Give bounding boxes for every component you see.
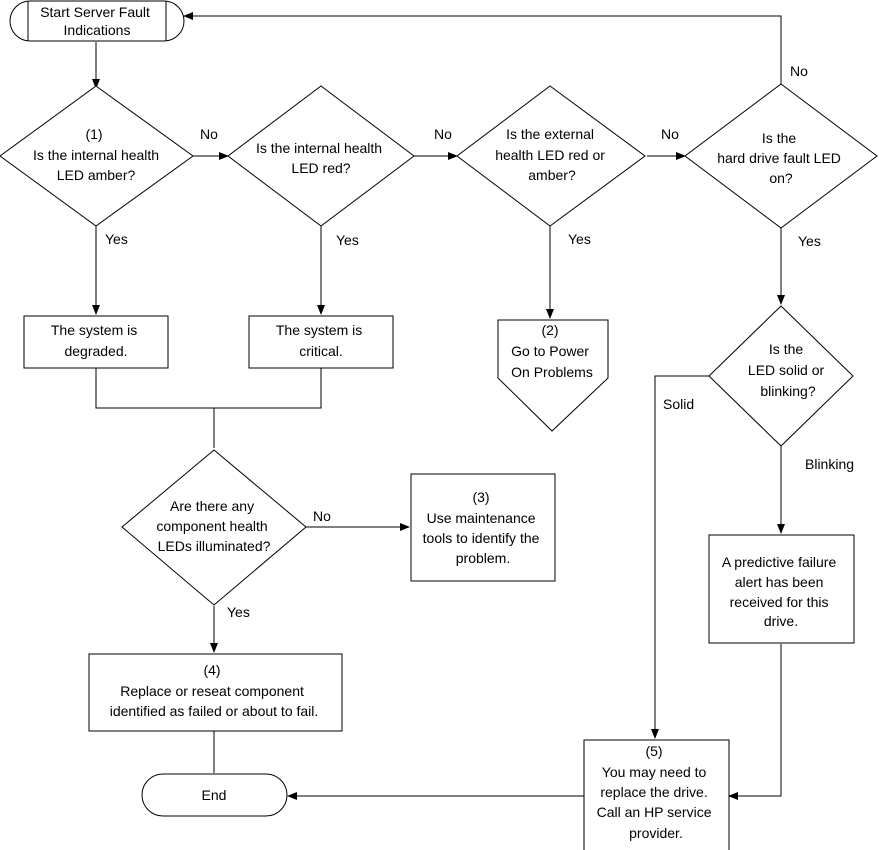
label-amber-no: No [200, 126, 218, 142]
process-critical: The system is critical. [248, 315, 394, 369]
connector-power-on-line-3: On Problems [511, 364, 593, 380]
process-degraded-line-1: The system is [51, 322, 137, 338]
process-predictive-line-3: received for this [730, 594, 829, 610]
decision-external-health: Is the external health LED red or amber? [456, 85, 646, 227]
process-maintenance-line-2: Use maintenance [427, 510, 536, 526]
decision-component-line-2: component health [156, 518, 267, 534]
decision-led-line-2: LED solid or [748, 362, 825, 378]
decision-led-solid-blinking: Is the LED solid or blinking? [708, 305, 854, 447]
process-predictive-line-1: A predictive failure [722, 554, 837, 570]
flow-edges [92, 12, 785, 800]
process-maintenance-line-4: problem. [456, 550, 510, 566]
decision-external-health-line-1: Is the external [506, 126, 594, 142]
connector-power-on-line-1: (2) [541, 322, 558, 338]
label-external-no: No [661, 126, 679, 142]
process-replace-component-line-1: (4) [203, 662, 220, 678]
edge-q-led-solid-to-replace-drive [651, 375, 713, 739]
label-amber-yes: Yes [105, 231, 128, 247]
process-replace-component: (4) Replace or reseat component identifi… [88, 653, 343, 732]
process-predictive-failure: A predictive failure alert has been rece… [708, 534, 855, 644]
label-hard-drive-yes: Yes [798, 233, 821, 249]
start-node: Start Server Fault Indications [9, 0, 185, 42]
decision-external-health-line-3: amber? [528, 167, 576, 183]
edge-q-hard-drive-no-to-start [183, 12, 782, 84]
end-label: End [202, 787, 227, 803]
decision-component-health: Are there any component health LEDs illu… [121, 449, 307, 606]
svg-text:Start Server Fault Indic: Start Server Fault Indications [40, 4, 154, 38]
svg-text:(3) Use maintenance: (3) Use maintenance tools to identify th… [423, 489, 544, 566]
svg-text:(5) You may need to: (5) You may need to replace the drive. C… [597, 743, 716, 841]
decision-external-health-line-2: health LED red or [495, 147, 605, 163]
connector-power-on-problems: (2) Go to Power On Problems [497, 319, 609, 432]
decision-internal-amber-line-3: LED amber? [57, 167, 136, 183]
edge-labels: No No No No Yes Yes Yes Yes Solid Blinki… [105, 63, 854, 620]
decision-component-line-3: LEDs illuminated? [158, 538, 271, 554]
end-node: End [141, 773, 288, 817]
start-line-2: Indications [64, 22, 131, 38]
label-component-no: No [313, 508, 331, 524]
process-maintenance-tools: (3) Use maintenance tools to identify th… [410, 473, 556, 582]
decision-internal-amber-line-1: (1) [85, 126, 102, 142]
edge-predictive-to-replace-drive [728, 644, 782, 800]
process-predictive-line-2: alert has been [735, 574, 824, 590]
decision-hard-drive-fault-line-1: Is the [762, 130, 796, 146]
label-red-yes: Yes [336, 232, 359, 248]
label-red-no: No [434, 126, 452, 142]
process-critical-line-1: The system is [276, 322, 362, 338]
svg-text:The system is degraded.: The system is degraded. [51, 322, 141, 359]
svg-text:(4) Replace or reseat co: (4) Replace or reseat component identifi… [110, 662, 319, 719]
process-replace-drive-line-1: (5) [645, 743, 662, 759]
decision-hard-drive-fault: Is the hard drive fault LED on? [684, 83, 878, 229]
decision-led-line-1: Is the [769, 341, 803, 357]
process-replace-component-line-2: Replace or reseat component [120, 683, 304, 699]
process-maintenance-line-3: tools to identify the [423, 530, 540, 546]
label-external-yes: Yes [568, 231, 591, 247]
svg-text:A predictive failure ale: A predictive failure alert has been rece… [722, 554, 840, 629]
decision-hard-drive-fault-line-2: hard drive fault LED [717, 150, 841, 166]
decision-led-line-3: blinking? [760, 383, 815, 399]
svg-text:Are there any component: Are there any component health LEDs illu… [156, 498, 271, 554]
decision-internal-red-line-2: LED red? [291, 160, 350, 176]
label-component-yes: Yes [227, 604, 250, 620]
decision-hard-drive-fault-line-3: on? [769, 170, 793, 186]
svg-text:End: End [202, 787, 227, 803]
process-replace-drive-line-4: Call an HP service [597, 804, 712, 820]
edge-degraded-critical-merge [95, 368, 322, 448]
process-critical-line-2: critical. [299, 343, 343, 359]
svg-text:Is the internal health L: Is the internal health LED red? [256, 140, 386, 176]
process-maintenance-line-1: (3) [472, 489, 489, 505]
svg-text:(1) Is the internal heal: (1) Is the internal health LED amber? [33, 126, 163, 183]
decision-internal-amber-line-2: Is the internal health [33, 147, 159, 163]
svg-text:The system is critical.: The system is critical. [276, 322, 366, 359]
process-replace-drive-line-5: provider. [629, 825, 683, 841]
svg-text:Is the LED solid or: Is the LED solid or blinking? [748, 341, 828, 399]
label-blinking: Blinking [805, 456, 854, 472]
decision-internal-amber: (1) Is the internal health LED amber? [0, 85, 194, 227]
process-replace-component-line-3: identified as failed or about to fail. [110, 703, 319, 719]
svg-text:(2) Go to Power On: (2) Go to Power On Problems [511, 322, 593, 380]
svg-text:Is the external health L: Is the external health LED red or amber? [495, 126, 609, 183]
label-hard-drive-no: No [790, 63, 808, 79]
decision-internal-red-line-1: Is the internal health [256, 140, 382, 156]
decision-component-line-1: Are there any [170, 498, 254, 514]
connector-power-on-line-2: Go to Power [511, 343, 589, 359]
process-replace-drive-line-3: replace the drive. [600, 784, 707, 800]
process-degraded-line-2: degraded. [64, 343, 127, 359]
svg-text:Is the hard drive fault: Is the hard drive fault LED on? [717, 130, 845, 186]
start-line-1: Start Server Fault [40, 4, 150, 20]
process-replace-drive-line-2: You may need to [602, 764, 707, 780]
process-predictive-line-4: drive. [764, 613, 798, 629]
decision-internal-red: Is the internal health LED red? [227, 85, 415, 227]
process-replace-drive: (5) You may need to replace the drive. C… [583, 739, 730, 850]
label-solid: Solid [663, 396, 694, 412]
process-degraded: The system is degraded. [23, 315, 169, 369]
